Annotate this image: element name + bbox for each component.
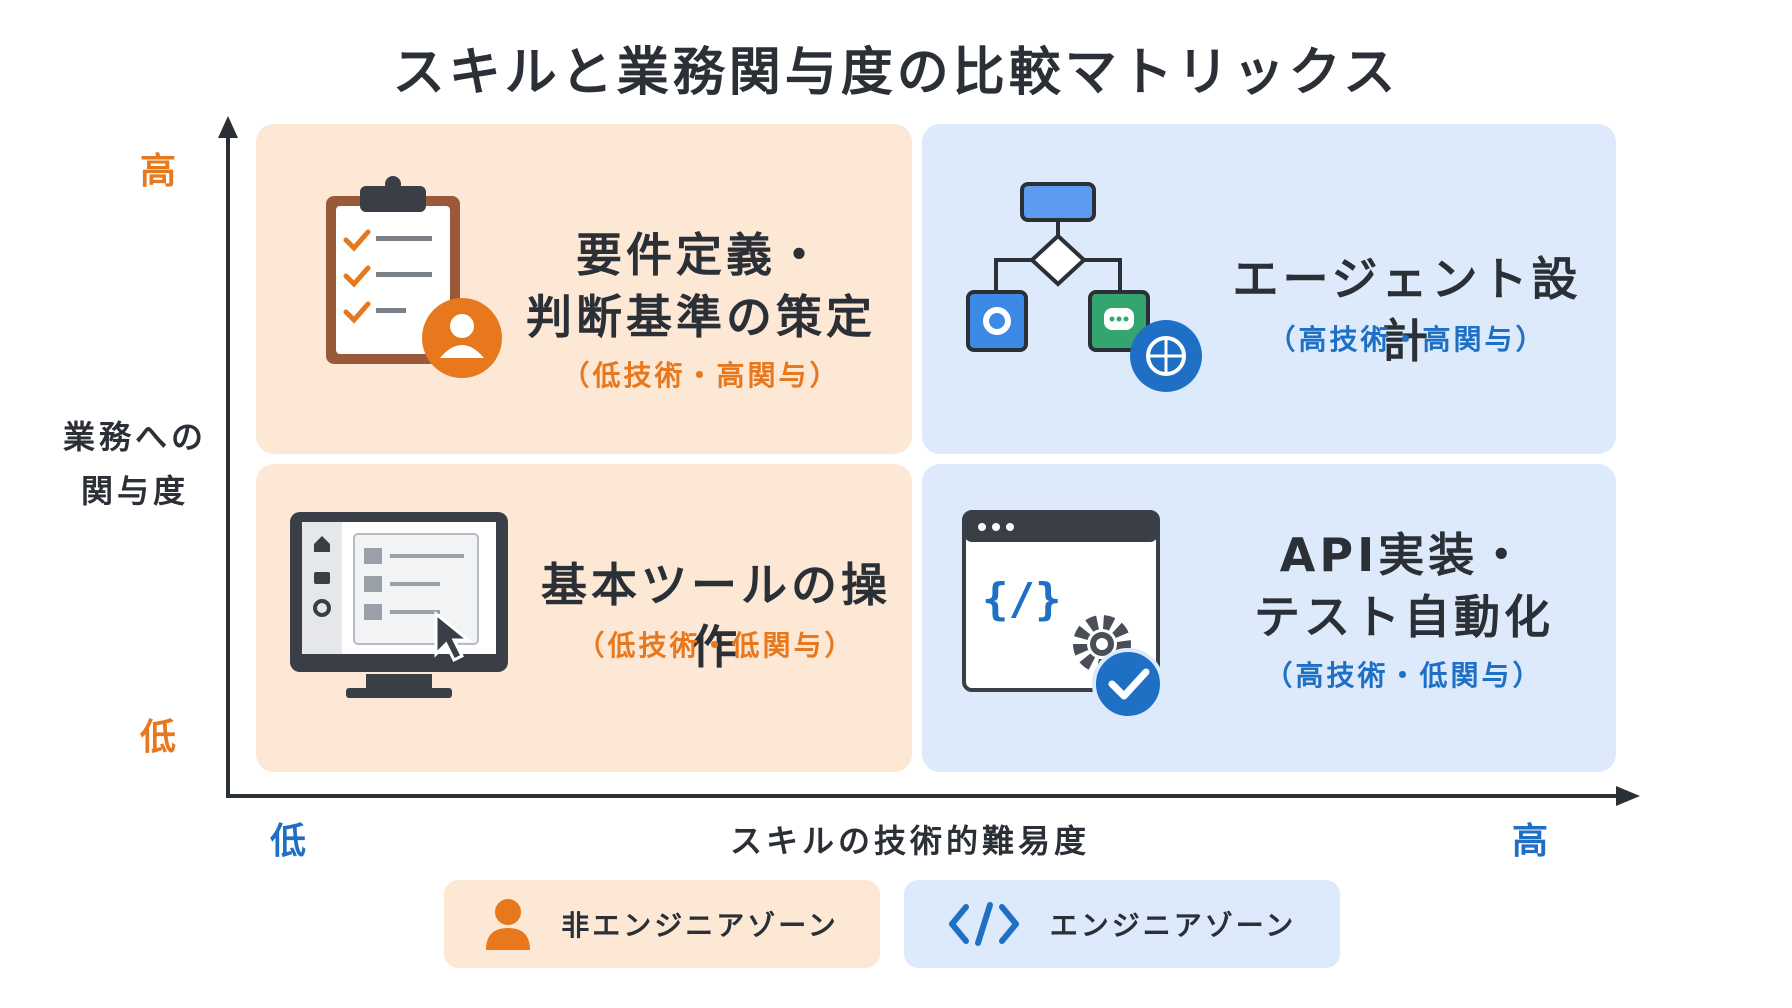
y-axis-label-line1: 業務への xyxy=(62,418,207,456)
legend-label-non-engineer: 非エンジニアゾーン xyxy=(561,909,839,942)
y-axis-label: 業務への 関与度 xyxy=(60,410,210,518)
code-icon xyxy=(948,902,1019,946)
quadrant-bottom-right-title: API実装・ テスト自動化 xyxy=(1204,524,1604,648)
x-axis-low: 低 xyxy=(270,821,307,862)
quadrant-top-left-title-line2: 判断基準の策定 xyxy=(526,290,876,344)
page-title: スキルと業務関与度の比較マトリックス xyxy=(392,43,1400,103)
quadrant-top-left: 要件定義・ 判断基準の策定 （低技術・高関与） xyxy=(256,124,912,454)
y-axis-arrow xyxy=(218,116,238,138)
quadrant-top-right: エージェント設計 （高技術・高関与） xyxy=(922,124,1616,454)
quadrant-top-right-subtitle: （高技術・高関与） xyxy=(1267,323,1547,356)
quadrant-bottom-left-title: 基本ツールの操作 xyxy=(541,558,891,674)
y-axis-high: 高 xyxy=(140,151,177,192)
clipboard-user-icon xyxy=(326,176,502,378)
x-axis-label: スキルの技術的難易度 xyxy=(729,822,1090,860)
quadrant-top-left-title-line1: 要件定義・ xyxy=(576,228,826,282)
quadrant-top-left-title: 要件定義・ 判断基準の策定 xyxy=(506,224,896,348)
y-axis-label-line2: 関与度 xyxy=(80,472,189,510)
legend-item-engineer: エンジニアゾーン xyxy=(904,880,1340,968)
quadrant-bottom-right-title-line1: API実装・ xyxy=(1279,528,1529,582)
legend-item-non-engineer: 非エンジニアゾーン xyxy=(444,880,880,968)
monitor-cursor-icon xyxy=(290,512,508,698)
quadrant-top-right-title: エージェント設計 xyxy=(1232,252,1582,368)
code-window-check-icon: {/} xyxy=(962,510,1160,720)
quadrant-bottom-right-title-line2: テスト自動化 xyxy=(1254,590,1554,644)
user-icon xyxy=(486,899,531,950)
quadrant-bottom-right-subtitle: （高技術・低関与） xyxy=(1264,659,1544,692)
x-axis-high: 高 xyxy=(1512,821,1549,862)
flowchart-ai-icon xyxy=(966,182,1202,392)
y-axis-low: 低 xyxy=(140,717,177,758)
quadrant-bottom-right: {/} API実装・ テスト自動化 （高技術・低関与） xyxy=(922,464,1616,772)
quadrant-bottom-left-subtitle: （低技術・低関与） xyxy=(576,629,856,662)
quadrant-top-left-subtitle: （低技術・高関与） xyxy=(561,359,841,392)
legend-label-engineer: エンジニアゾーン xyxy=(1049,909,1297,942)
quadrant-bottom-left: 基本ツールの操作 （低技術・低関与） xyxy=(256,464,912,772)
x-axis-arrow xyxy=(1616,786,1640,806)
svg-text:{/}: {/} xyxy=(982,574,1061,625)
